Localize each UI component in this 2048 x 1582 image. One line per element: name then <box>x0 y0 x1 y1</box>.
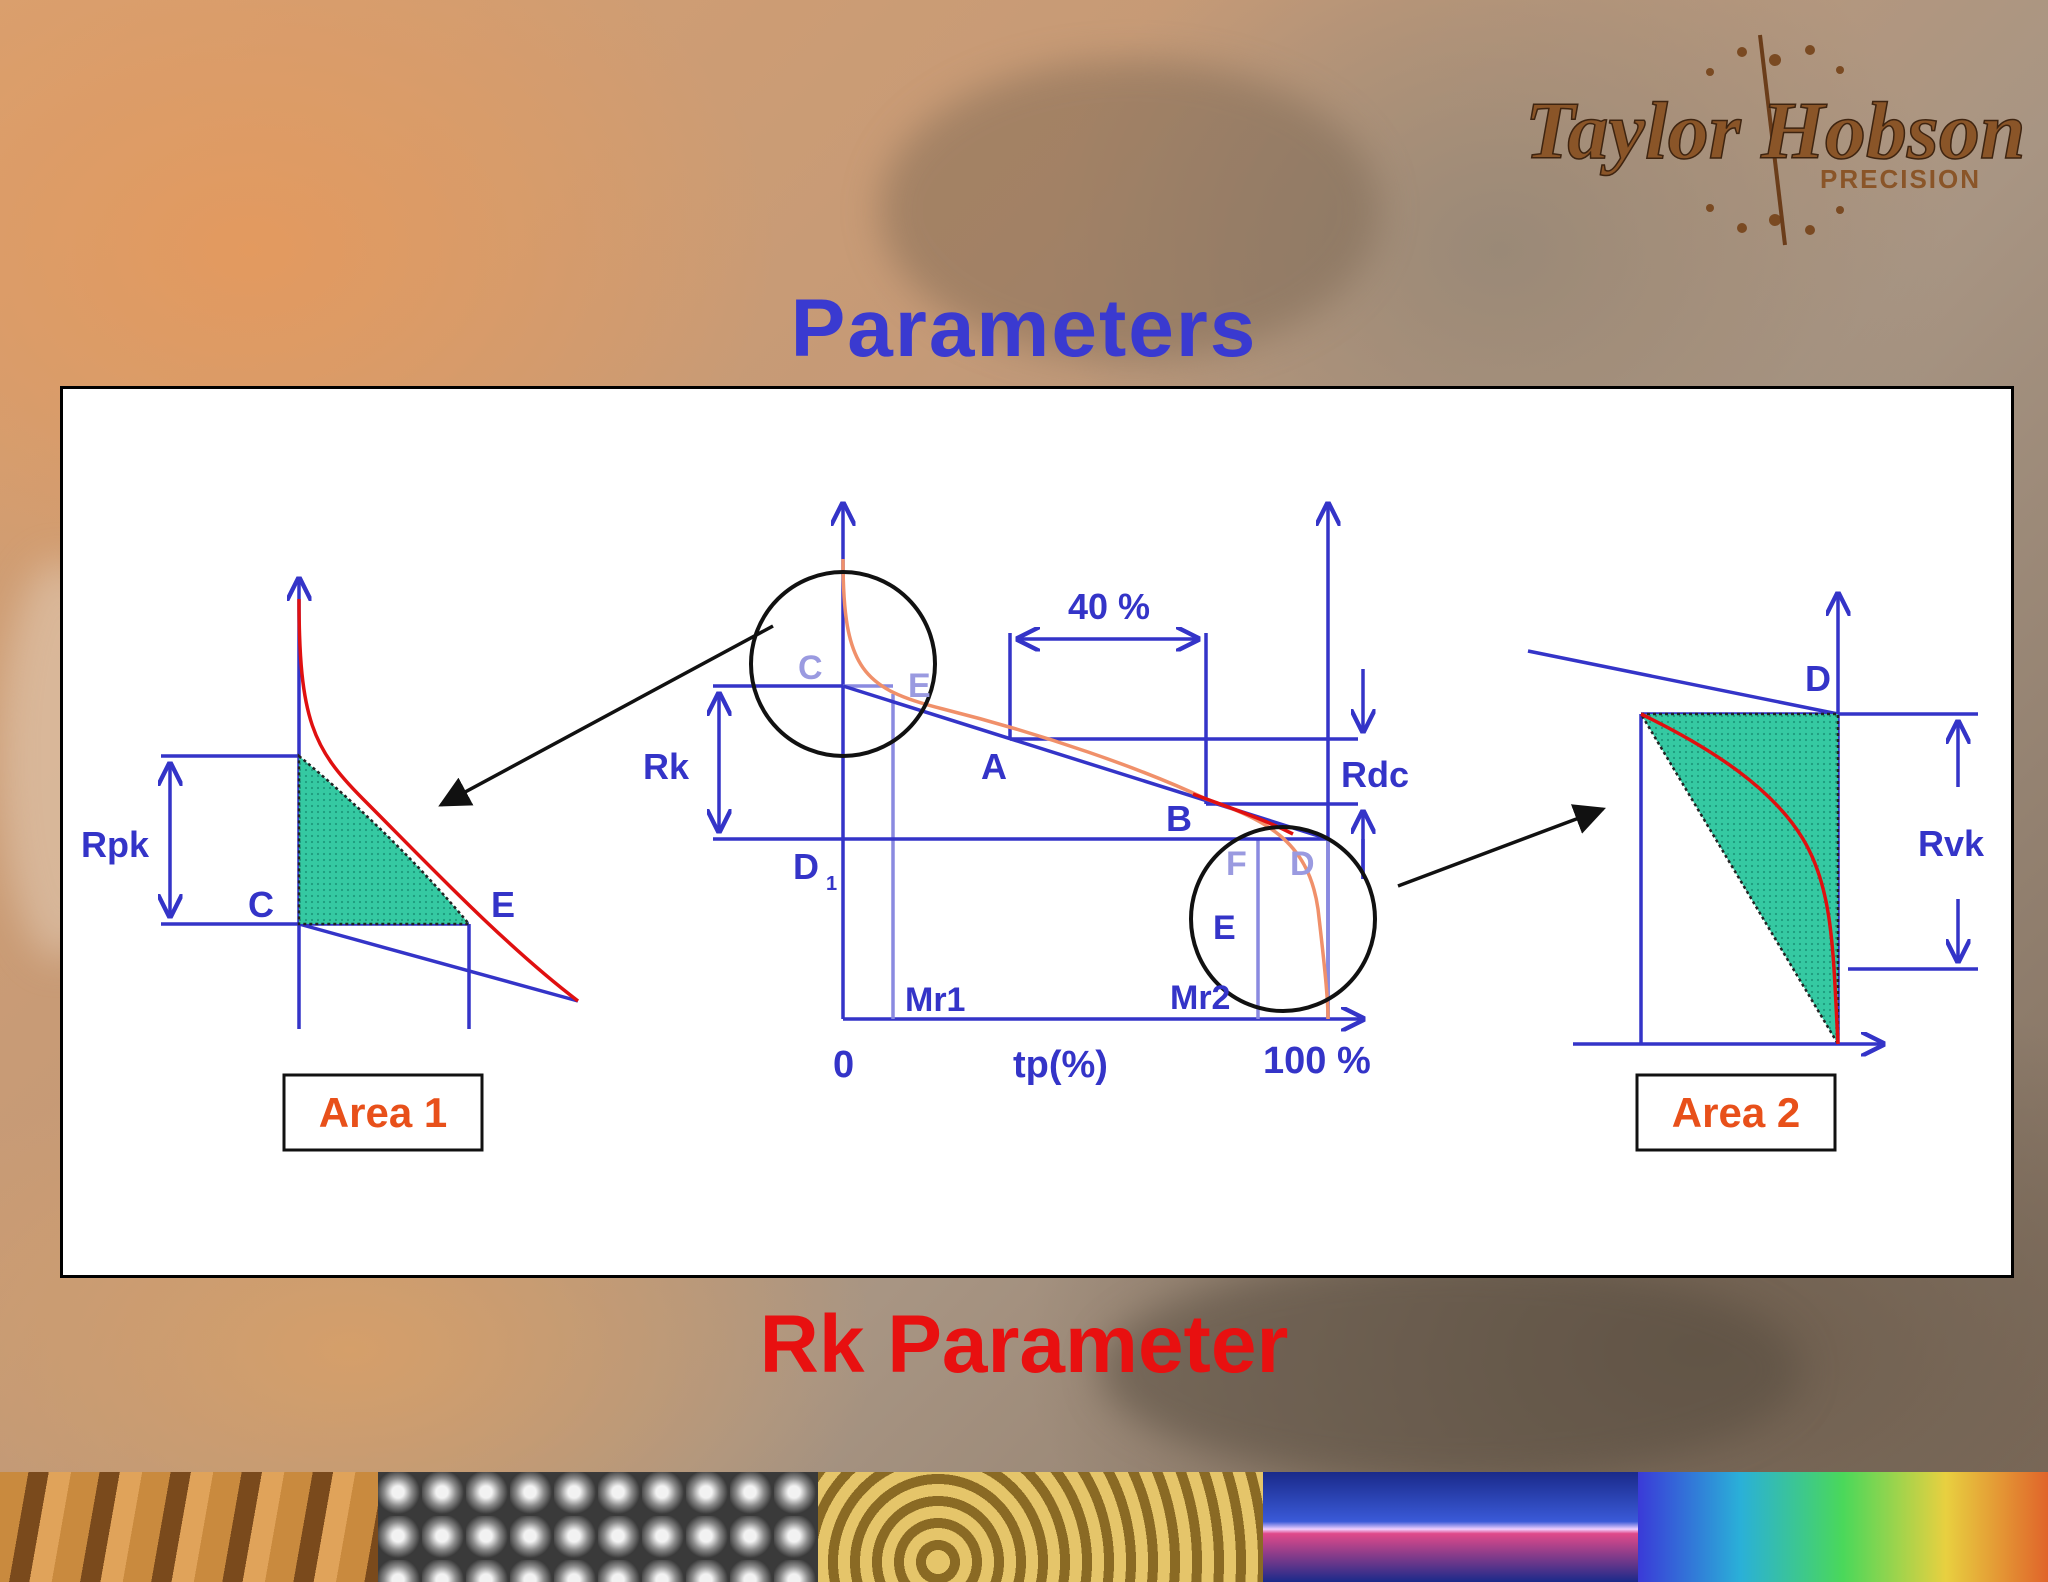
label-d-right: D <box>1805 658 1831 699</box>
label-b: B <box>1166 798 1192 839</box>
label-a: A <box>981 746 1007 787</box>
label-e-center-top: E <box>908 667 931 705</box>
label-f: F <box>1226 845 1247 883</box>
label-e-center-bottom: E <box>1213 909 1236 947</box>
area1-box <box>282 1073 484 1152</box>
label-d-center: D <box>1290 845 1315 883</box>
slide-subtitle: Rk Parameter <box>759 1299 1289 1390</box>
area1-shaded-triangle <box>297 753 472 926</box>
strip-ball-bearings <box>378 1472 818 1582</box>
strip-wood <box>0 1472 378 1582</box>
rk-parameter-diagram: Rpk C E Area 1 <box>81 389 1985 1152</box>
background-texture <box>880 60 1380 360</box>
label-rvk: Rvk <box>1918 823 1985 864</box>
label-40-percent: 40 % <box>1068 586 1150 627</box>
label-zero: 0 <box>833 1044 854 1086</box>
logo-tagline: PRECISION <box>1820 164 1981 194</box>
label-mr1: Mr1 <box>905 981 965 1019</box>
strip-rainbow <box>1638 1472 2048 1582</box>
strip-laser <box>1263 1472 1638 1582</box>
pointer-arrow-left <box>438 624 774 807</box>
label-rdc: Rdc <box>1341 754 1409 795</box>
label-c-left: C <box>248 884 274 925</box>
diagram-panel: Rpk C E Area 1 <box>60 386 2014 1278</box>
label-100-percent: 100 % <box>1263 1040 1371 1082</box>
page-title: Parameters <box>790 283 1258 374</box>
right-profile-curve <box>1640 712 1840 1045</box>
center-diagram <box>713 504 1363 1019</box>
label-rk: Rk <box>643 746 690 787</box>
photo-strip <box>0 1472 2048 1582</box>
strip-gears <box>818 1472 1263 1582</box>
label-d1: D <box>793 846 819 887</box>
label-rpk: Rpk <box>81 824 150 865</box>
taylor-hobson-logo: Taylor Hobson PRECISION <box>1524 34 2026 246</box>
area2-label: Area 2 <box>1672 1089 1800 1136</box>
zoom-circle-top <box>749 570 937 758</box>
label-e-left: E <box>491 884 515 925</box>
label-tp: tp(%) <box>1013 1044 1108 1086</box>
center-red-segment <box>1192 792 1294 836</box>
logo-wordmark: Taylor Hobson <box>1525 85 2025 176</box>
label-c-center: C <box>798 649 823 687</box>
background-texture <box>1100 1260 1800 1480</box>
center-profile-curve <box>841 558 1330 1020</box>
pointer-arrow-right <box>1397 804 1606 888</box>
left-equivalent-line <box>298 922 579 1003</box>
area1-label: Area 1 <box>319 1089 447 1136</box>
label-mr2: Mr2 <box>1170 979 1230 1017</box>
label-d1-subscript: 1 <box>826 873 837 895</box>
area2-shaded-triangle <box>1638 712 1840 1049</box>
area2-box <box>1635 1073 1837 1152</box>
left-profile-curve <box>297 598 580 1003</box>
right-equivalent-line <box>1527 649 1839 716</box>
zoom-circle-bottom <box>1189 825 1377 1013</box>
